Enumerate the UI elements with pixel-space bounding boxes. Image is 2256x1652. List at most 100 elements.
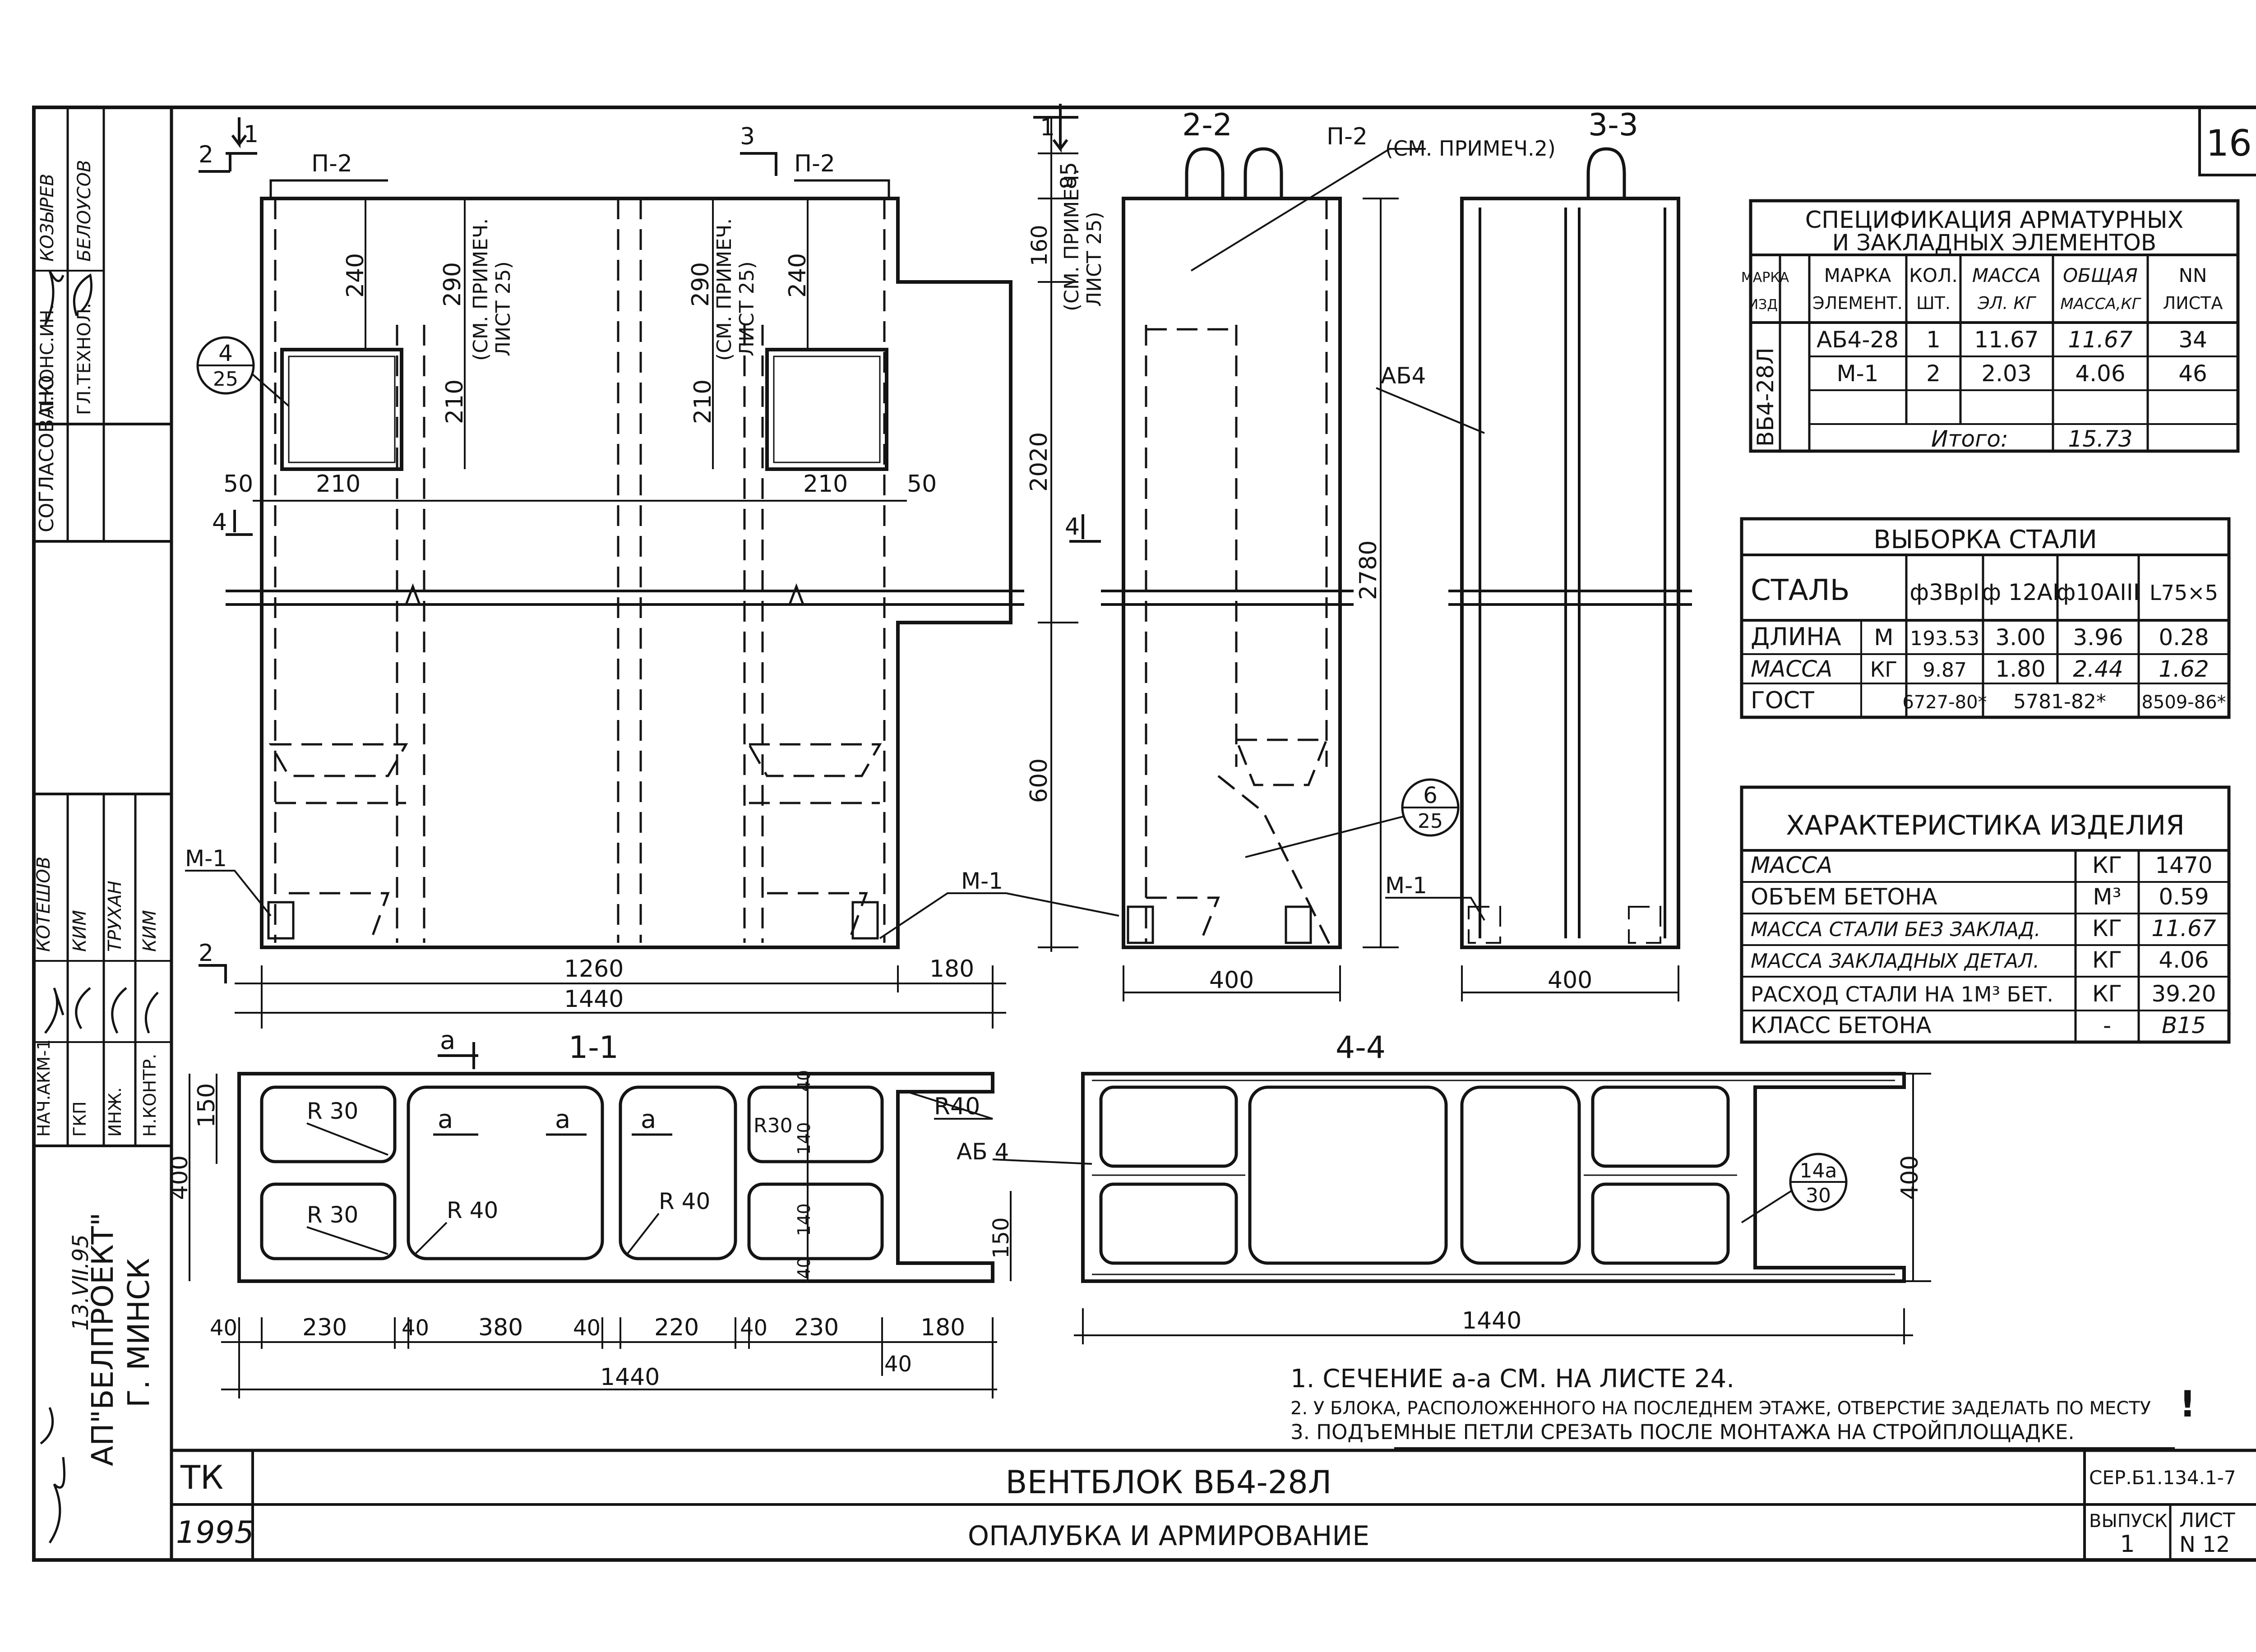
sheet-frame: 16: [32, 106, 2256, 1562]
dim-240-b: 240: [784, 253, 811, 298]
signature-1: [44, 270, 92, 326]
signature-2: [44, 987, 159, 1034]
steel-r2-v4: 1.62: [2159, 656, 2209, 682]
callout-3-top: 14а: [1800, 1159, 1837, 1182]
label-r40-3: R40: [934, 1093, 980, 1120]
view-title-3-3: 3-3: [1588, 107, 1638, 143]
char-r6-val: В15: [2162, 1012, 2206, 1038]
cut-mark-3: 3: [740, 123, 755, 150]
note-2: 2. У БЛОКА, РАСПОЛОЖЕННОГО НА ПОСЛЕДНЕМ …: [1290, 1398, 2151, 1419]
dim-2020: 2020: [1026, 432, 1053, 492]
steel-r1-unit: М: [1874, 624, 1893, 651]
stamp-name-6: КИМ: [139, 910, 160, 952]
spec-h2-b: ЭЛЕМЕНТ.: [1812, 293, 1903, 313]
spec-r2-c4: 4.06: [2075, 360, 2125, 387]
callout-1-bottom: 25: [213, 368, 238, 391]
stamp-role-6: Н.КОНТР.: [140, 1054, 160, 1137]
dim-50-l: 50: [223, 471, 253, 498]
steel-r1-v2: 3.00: [1995, 624, 2045, 651]
dim-40-b1: 40: [210, 1315, 237, 1341]
dim-40-i1: 40: [794, 1070, 814, 1092]
dim-290-b: 290: [687, 262, 714, 307]
stamp-role-3: НАЧ.АКМ-1: [34, 1039, 54, 1137]
label-ab4-sec3: АБ4: [1381, 363, 1426, 389]
dim-150-right: 150: [989, 1217, 1014, 1259]
steel-gost-3: 8509-86*: [2141, 692, 2226, 713]
spec-title-2: И ЗАКЛАДНЫХ ЭЛЕМЕНТОВ: [1832, 230, 2156, 256]
dim-380-b: 380: [478, 1314, 523, 1341]
label-r40-2: R 40: [659, 1188, 710, 1214]
note-2-mark: !: [2179, 1383, 2196, 1425]
dim-1440-b: 1440: [600, 1364, 660, 1391]
section-3-3: 3-3 АБ4 М-1 400: [1376, 107, 1692, 1001]
cut-mark-4b: 4: [1065, 513, 1080, 540]
char-r5-name: РАСХОД СТАЛИ НА 1М³ БЕТ.: [1751, 982, 2053, 1006]
spec-r2-c1: М-1: [1837, 360, 1879, 387]
dim-400-sec4: 400: [1896, 1155, 1923, 1200]
steel-gost-1: 6727-80*: [1902, 692, 1987, 713]
dim-400-sec2: 400: [1209, 967, 1254, 994]
tb-issue-label: ВЫПУСК: [2089, 1511, 2168, 1532]
dim-240: 240: [342, 253, 369, 298]
dim-85: 85: [1056, 162, 1082, 189]
note-1: 1. СЕЧЕНИЕ а-а СМ. НА ЛИСТЕ 24.: [1290, 1364, 1734, 1394]
dim-400-plan: 400: [166, 1155, 193, 1200]
steel-col-2: ф 12АI: [1982, 579, 2059, 605]
spec-r1-c4: 11.67: [2068, 327, 2132, 353]
label-m1-sec3: М-1: [1385, 872, 1427, 899]
cut-mark-2b: 2: [199, 940, 213, 967]
dim-40-b2: 40: [402, 1315, 429, 1341]
note-ref-sheet-b: ЛИСТ 25): [735, 261, 758, 356]
char-r5-val: 39.20: [2151, 981, 2216, 1007]
dim-150-plan: 150: [193, 1083, 220, 1128]
cut-mark-a-top: a: [440, 1026, 455, 1055]
tb-sheet: N 12: [2179, 1532, 2230, 1557]
spec-title-1: СПЕЦИФИКАЦИЯ АРМАТУРНЫХ: [1805, 207, 2183, 234]
dim-40-b4: 40: [740, 1315, 767, 1341]
char-r3-name: МАССА СТАЛИ БЕЗ ЗАКЛАД.: [1751, 918, 2041, 941]
label-r30-3: R30: [754, 1114, 793, 1137]
spec-r1-c3: 11.67: [1974, 327, 2039, 353]
steel-gost-label: ГОСТ: [1751, 687, 1814, 714]
dim-140-i1: 140: [794, 1122, 814, 1155]
spec-product: ВБ4-28Л: [1752, 347, 1779, 447]
cut-mark-2: 2: [199, 141, 213, 168]
spec-r1-c5: 34: [2178, 327, 2207, 353]
dim-400-sec3: 400: [1548, 967, 1592, 994]
callout-2-top: 6: [1423, 782, 1438, 808]
dim-210-v: 210: [441, 379, 468, 424]
stamp-name-5: ТРУХАН: [105, 881, 125, 952]
char-r3-unit: КГ: [2092, 915, 2122, 941]
steel-r2-v3: 2.44: [2073, 656, 2123, 682]
side-stamp: КОЗЫРЕВ БЕЛОУСОВ Л.КОНС.ИН. ГЛ.ТЕХНОЛ. С…: [33, 107, 171, 1544]
steel-gost-2: 5781-82*: [2013, 690, 2106, 713]
label-r30-2: R 30: [307, 1202, 358, 1228]
front-view: П-2 П-2 1 2 3 4 2 240 290 (СМ. ПРИМЕЧ. Л…: [185, 104, 1119, 1029]
stamp-role-5: ИНЖ.: [105, 1087, 125, 1137]
view-title-4-4: 4-4: [1336, 1030, 1386, 1066]
tb-series: СЕР.Б1.134.1-7: [2089, 1467, 2236, 1489]
spec-total-label: Итого:: [1931, 426, 2008, 452]
steel-r2-v1: 9.87: [1923, 659, 1967, 682]
label-m1-left: М-1: [185, 845, 227, 872]
label-m1-center: М-1: [961, 868, 1003, 894]
spec-h5-a: ОБЩАЯ: [2063, 264, 2138, 286]
plan-1-1: 1-1 a R 30 R 30 R 40 R 40 R30 R40 a a a …: [166, 1026, 1014, 1398]
stamp-approved: СОГЛАСОВАНО: [35, 375, 58, 532]
spec-r2-c2: 2: [1926, 360, 1941, 387]
label-ab4-sec4: АБ 4: [957, 1139, 1009, 1165]
tb-year: 1995: [176, 1515, 254, 1550]
spec-h5-b: МАССА,КГ: [2060, 295, 2141, 313]
spec-h1-b: ИЗД.: [1748, 297, 1782, 313]
note-ref-25-b: (СМ. ПРИМЕЧ.: [713, 218, 736, 361]
steel-table: ВЫБОРКА СТАЛИ СТАЛЬ ф3ВрI ф 12АI ф10АIII…: [1740, 517, 2231, 719]
dim-210-v-b: 210: [689, 379, 717, 424]
dim-50-r: 50: [907, 471, 937, 498]
stamp-role-4: ГКП: [70, 1101, 90, 1137]
label-p2-front: П-2: [311, 150, 352, 177]
label-r30-1: R 30: [307, 1098, 358, 1124]
cut-mark-1b: 1: [1040, 114, 1055, 141]
char-r3-val: 11.67: [2151, 915, 2216, 941]
stamp-date: 13.VII.95: [68, 1234, 93, 1331]
sheet-number: 16: [2206, 122, 2252, 164]
